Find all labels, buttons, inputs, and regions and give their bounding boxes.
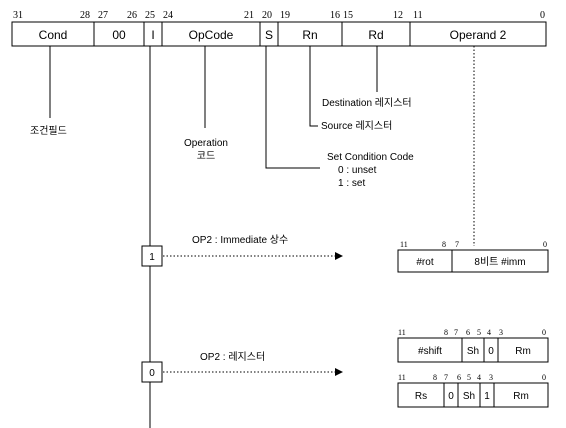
field-rd: Rd bbox=[368, 28, 383, 42]
bit-number: 0 bbox=[540, 10, 545, 21]
sh-field: Sh bbox=[463, 391, 475, 402]
bit-number: 26 bbox=[127, 10, 137, 21]
rm-field-box bbox=[497, 337, 549, 363]
rd-description: Destination 레지스터 bbox=[322, 97, 412, 109]
rm-field: Rm bbox=[515, 346, 531, 357]
bit-number: 12 bbox=[393, 10, 403, 21]
field-descriptions: 조건필드 Operation 코드 Destination 레지스터 Sourc… bbox=[30, 97, 414, 189]
bit-number: 27 bbox=[98, 10, 108, 21]
register-branch: 0 OP2 : 레지스터 bbox=[141, 351, 343, 383]
i-value-box-zero bbox=[141, 361, 163, 383]
sh-field: Sh bbox=[467, 346, 479, 357]
shift-amount-field: #shift bbox=[418, 346, 442, 357]
bit-number: 16 bbox=[330, 10, 340, 21]
field-opcode: OpCode bbox=[189, 28, 234, 42]
register-shift-immediate-format: 11 8 7 6 5 4 3 0 #shift Sh 0 Rm bbox=[397, 328, 549, 363]
field-rn: Rn bbox=[302, 28, 317, 42]
one-bit-field: 1 bbox=[484, 391, 490, 402]
instruction-field-labels: Cond 00 I OpCode S Rn Rd Operand 2 bbox=[39, 28, 507, 42]
bit-number: 20 bbox=[262, 10, 272, 21]
bit-number: 0 bbox=[542, 328, 546, 337]
immediate-operand-format: 11 8 7 0 #rot 8비트 #imm bbox=[397, 240, 549, 273]
bit-number: 21 bbox=[244, 10, 254, 21]
bit-number: 7 bbox=[455, 240, 459, 249]
bit-number: 8 bbox=[444, 328, 448, 337]
bit-number: 25 bbox=[145, 10, 155, 21]
bit-number: 8 bbox=[433, 373, 437, 382]
field-00: 00 bbox=[112, 28, 126, 42]
field-operand2: Operand 2 bbox=[450, 28, 507, 42]
bit-number: 6 bbox=[457, 373, 461, 382]
opcode-description-line1: Operation bbox=[184, 138, 228, 149]
bit-number: 6 bbox=[466, 328, 470, 337]
field-s: S bbox=[265, 28, 273, 42]
bit-number: 4 bbox=[487, 328, 491, 337]
bit-number: 11 bbox=[398, 328, 406, 337]
bit-number: 0 bbox=[543, 240, 547, 249]
rm-field-box bbox=[493, 382, 549, 408]
instruction-format-row bbox=[11, 21, 547, 47]
field-cond: Cond bbox=[39, 28, 68, 42]
bit-number: 11 bbox=[413, 10, 423, 21]
i-value-box-one bbox=[141, 245, 163, 267]
bit-number: 7 bbox=[454, 328, 458, 337]
s-description-line2: 0 : unset bbox=[338, 165, 377, 176]
bit-number: 7 bbox=[444, 373, 448, 382]
bit-number: 31 bbox=[13, 10, 23, 21]
imm8-field: 8비트 #imm bbox=[474, 256, 525, 268]
bit-number: 3 bbox=[499, 328, 503, 337]
top-bit-numbers: 31 28 27 26 25 24 21 20 19 16 15 12 11 0 bbox=[13, 10, 545, 21]
rn-description: Source 레지스터 bbox=[321, 120, 392, 132]
bit-number: 5 bbox=[477, 328, 481, 337]
bit-number: 11 bbox=[398, 373, 406, 382]
field-box-operand2 bbox=[409, 21, 547, 47]
bit-number: 0 bbox=[542, 373, 546, 382]
opcode-description-line2: 코드 bbox=[197, 151, 215, 162]
rs-field: Rs bbox=[415, 391, 427, 402]
immediate-branch: 1 OP2 : Immediate 상수 bbox=[141, 234, 343, 267]
bit-number: 24 bbox=[163, 10, 173, 21]
bit-number: 5 bbox=[467, 373, 471, 382]
imm8-field-box bbox=[451, 249, 549, 273]
cond-description: 조건필드 bbox=[30, 125, 67, 137]
i-value-zero: 0 bbox=[149, 368, 155, 379]
bit-number: 8 bbox=[442, 240, 446, 249]
op2-register-description: OP2 : 레지스터 bbox=[200, 351, 265, 363]
s-description-line1: Set Condition Code bbox=[327, 152, 414, 163]
op2-immediate-description: OP2 : Immediate 상수 bbox=[192, 234, 288, 246]
zero-bit-field: 0 bbox=[488, 346, 494, 357]
bit-number: 4 bbox=[477, 373, 481, 382]
register-shift-register-format: 11 8 7 6 5 4 3 0 Rs 0 Sh 1 Rm bbox=[397, 373, 549, 408]
bit-number: 3 bbox=[489, 373, 493, 382]
bit-number: 19 bbox=[280, 10, 290, 21]
field-i: I bbox=[151, 28, 154, 42]
bit-number: 11 bbox=[400, 240, 408, 249]
rot-field: #rot bbox=[416, 257, 433, 268]
bit-number: 15 bbox=[343, 10, 353, 21]
i-value-one: 1 bbox=[149, 252, 155, 263]
bit-number: 28 bbox=[80, 10, 90, 21]
s-leader bbox=[265, 46, 320, 169]
rn-leader bbox=[309, 46, 318, 127]
rm-field: Rm bbox=[513, 391, 529, 402]
s-description-line3: 1 : set bbox=[338, 178, 365, 189]
zero-bit-field: 0 bbox=[448, 391, 454, 402]
